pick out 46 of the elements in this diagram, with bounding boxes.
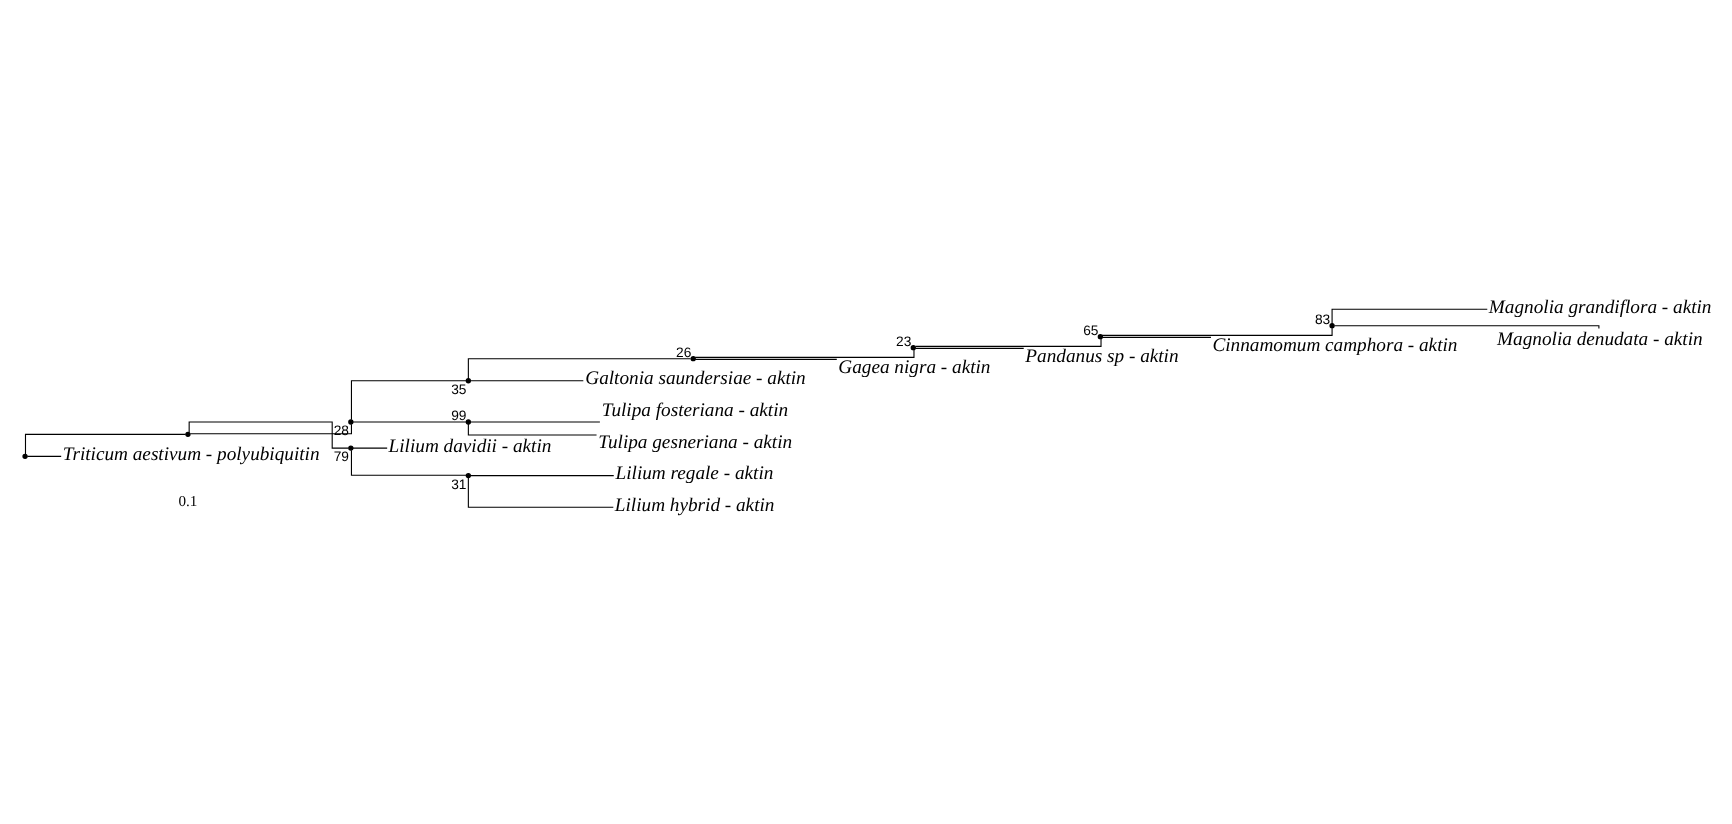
node-text: Lilium davidii - aktin: [388, 435, 552, 458]
node-point: [348, 445, 354, 451]
node-point: [348, 419, 354, 425]
connector: [467, 358, 692, 380]
connector: [188, 421, 350, 449]
node-text: Lilium regale - aktin: [615, 463, 774, 486]
node-text: Cinnamomum camphora - aktin: [1212, 335, 1458, 358]
node-point: [185, 431, 191, 437]
node-point: [1097, 334, 1103, 340]
connector: [467, 477, 614, 508]
connector: [914, 338, 1102, 347]
connector: [694, 349, 915, 358]
connector: [352, 421, 467, 423]
node-point: [465, 472, 472, 479]
connector: [467, 423, 598, 436]
node-text: Gagea nigra - aktin: [838, 357, 991, 380]
connector: [470, 380, 584, 382]
connector: [26, 455, 62, 457]
node-point: [22, 453, 28, 460]
connector: [350, 449, 467, 476]
connector: [470, 421, 601, 423]
node-text: Tulipa gesneriana - aktin: [598, 431, 793, 454]
connector: [1333, 325, 1600, 330]
node-point: [465, 378, 472, 384]
node-text: Pandanus sp - aktin: [1025, 346, 1179, 369]
connector: [470, 475, 615, 477]
connector: [350, 380, 467, 421]
node-text: Galtonia saundersiae - aktin: [585, 368, 806, 391]
node-point: [690, 356, 696, 362]
node-text: Lilium hybrid - aktin: [614, 494, 775, 517]
connector: [1101, 336, 1212, 338]
label: 0.1: [178, 491, 198, 510]
connector: [352, 447, 388, 449]
node-point: [465, 419, 472, 425]
connector: [1101, 327, 1333, 336]
node-text: Triticum aestivum - polyubiquitin: [62, 444, 320, 467]
connector: [694, 358, 838, 360]
connector: [914, 347, 1025, 349]
connector: [1331, 308, 1488, 325]
node-text: Magnolia grandiflora - aktin: [1488, 296, 1712, 319]
connector: [24, 433, 187, 455]
node-text: Magnolia denudata - aktin: [1497, 328, 1703, 351]
node-point: [910, 345, 916, 351]
connector: [189, 423, 352, 435]
node-text: Tulipa fosteriana - aktin: [601, 400, 789, 423]
node-point: [1329, 323, 1335, 329]
